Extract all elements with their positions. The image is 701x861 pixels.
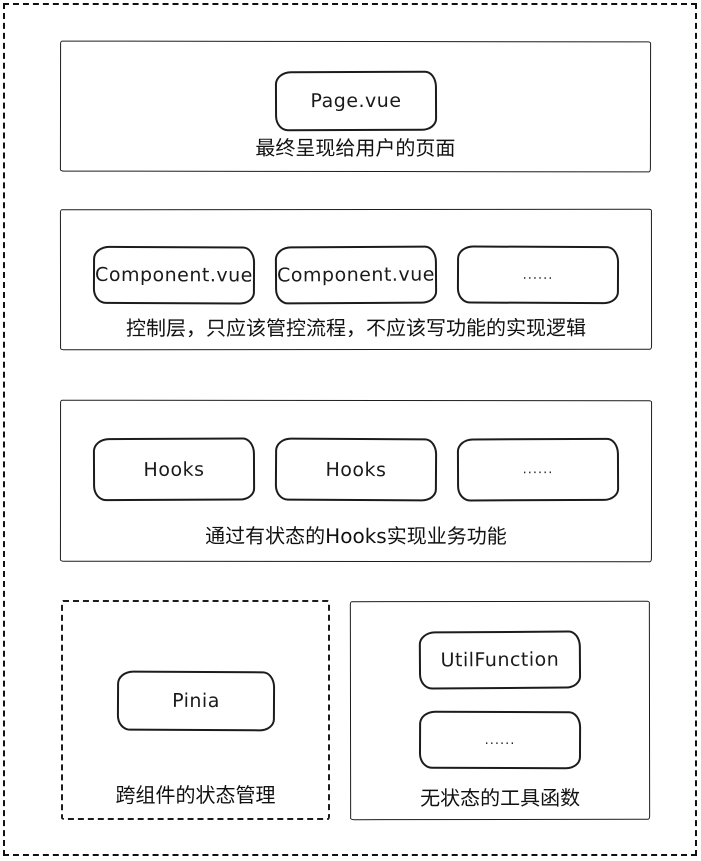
hooks-more-node: ...... (456, 437, 620, 502)
utils-more-node: ...... (418, 710, 582, 770)
component-vue-node-1: Component.vue (92, 245, 256, 305)
page-vue-node-label: Page.vue (309, 89, 402, 113)
component-layer-section: Component.vue Component.vue ...... 控制层，只… (59, 208, 653, 351)
pinia-layer-caption: 跨组件的状态管理 (115, 783, 276, 807)
hooks-layer-caption: 通过有状态的Hooks实现业务功能 (205, 523, 507, 549)
utils-layer-caption: 无状态的工具函数 (420, 785, 581, 811)
util-function-node: UtilFunction (418, 630, 582, 690)
component-vue-node-1-label: Component.vue (95, 263, 253, 287)
page-layer-section: Page.vue 最终呈现给用户的页面 (59, 40, 652, 173)
component-layer-caption: 控制层，只应该管控流程，不应该写功能的实现逻辑 (126, 315, 587, 341)
pinia-node: Pinia (116, 670, 275, 732)
utils-layer-section: UtilFunction ...... 无状态的工具函数 (349, 600, 651, 821)
page-layer-caption: 最终呈现给用户的页面 (255, 135, 456, 161)
page-vue-node: Page.vue (274, 70, 437, 132)
hooks-node-2: Hooks (274, 437, 438, 502)
pinia-node-label: Pinia (171, 689, 220, 713)
hooks-node-1: Hooks (92, 437, 256, 502)
pinia-layer-section: Pinia 跨组件的状态管理 (61, 600, 330, 820)
hooks-node-2-label: Hooks (325, 458, 387, 481)
util-function-node-label: UtilFunction (440, 648, 560, 672)
component-more-node: ...... (456, 245, 620, 305)
component-more-node-label: ...... (522, 267, 554, 283)
hooks-more-node-label: ...... (522, 462, 554, 478)
utils-node-column: UtilFunction ...... (418, 630, 582, 770)
diagram-outer-dashed-frame (3, 3, 697, 856)
component-vue-node-2: Component.vue (274, 245, 438, 305)
hooks-node-1-label: Hooks (143, 458, 205, 481)
hooks-layer-section: Hooks Hooks ...... 通过有状态的Hooks实现业务功能 (59, 399, 653, 563)
component-vue-node-2-label: Component.vue (277, 263, 435, 287)
component-node-row: Component.vue Component.vue ...... (61, 245, 651, 305)
utils-more-node-label: ...... (484, 732, 516, 748)
hooks-node-row: Hooks Hooks ...... (61, 437, 651, 502)
